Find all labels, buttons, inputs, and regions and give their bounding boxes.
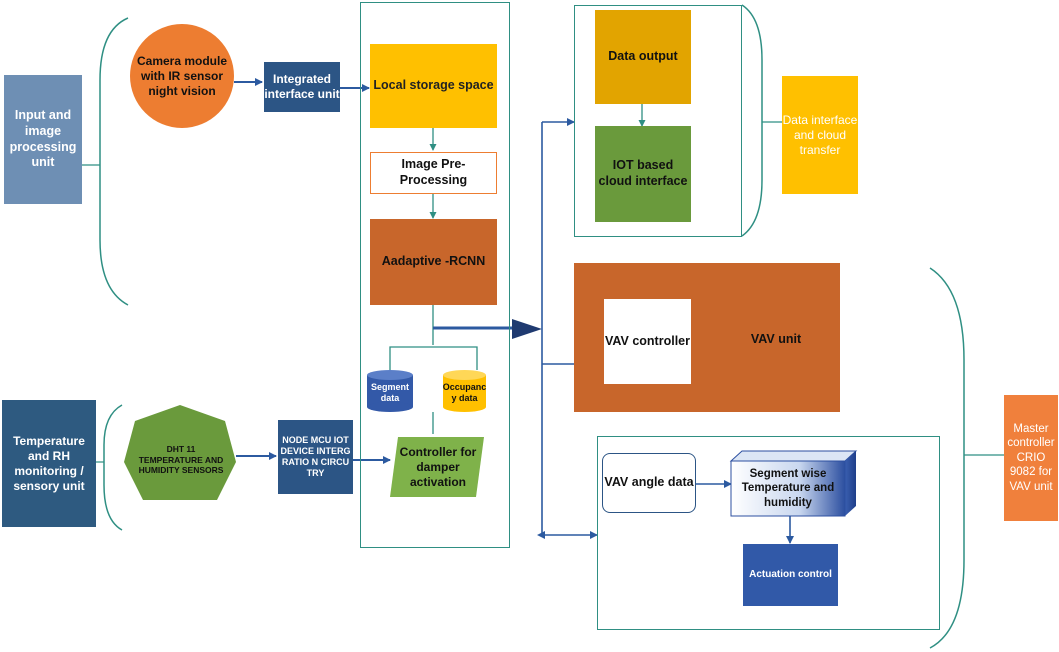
master-brace (929, 267, 965, 649)
temperature-monitoring-unit: Temperature and RH monitoring / sensory … (2, 400, 96, 527)
processing-frame (360, 2, 510, 548)
vav-unit: VAV unit (750, 332, 802, 347)
input-brace (99, 17, 129, 306)
data-interface-cloud-transfer: Data interface and cloud transfer (782, 76, 858, 194)
nodemcu-iot-circuitry: NODE MCU IOT DEVICE INTERGRATIO N CIRCUT… (278, 420, 353, 494)
vav-angle-data: VAV angle data (602, 453, 696, 513)
segment-data: Segment data (370, 381, 409, 403)
integrated-interface-unit: Integrated interface unit (264, 62, 340, 112)
master-controller: Master controller CRIO 9082 for VAV unit (1004, 395, 1058, 521)
local-storage-space: Local storage space (370, 44, 497, 128)
occupancy-data-cylinder (443, 370, 486, 412)
dht-heptagon (124, 405, 236, 500)
controller-damper-activation: Controller for damper activation (399, 444, 477, 489)
segment-data-cylinder (367, 370, 413, 412)
actuation-control: Actuation control (743, 544, 838, 606)
data-output: Data output (595, 10, 691, 104)
adaptive-rcnn: Aadaptive -RCNN (370, 219, 497, 305)
controller-parallelogram (390, 437, 484, 497)
occupancy-data: Occupanc y data (442, 381, 487, 403)
cloud-brace (741, 4, 763, 237)
cloud-frame (574, 5, 742, 237)
segment-temperature-humidity: Segment wise Temperature and humidity (741, 467, 835, 509)
image-preprocessing: Image Pre-Processing (370, 152, 497, 194)
vav-controller: VAV controller (604, 299, 691, 384)
camera-module: Camera module with IR sensor night visio… (136, 53, 228, 98)
sensor-brace (103, 404, 123, 531)
dht11-sensors: DHT 11 TEMPERATURE AND HUMIDITY SENSORS (138, 444, 224, 476)
camera-circle (130, 24, 234, 128)
iot-cloud-interface: IOT based cloud interface (595, 126, 691, 222)
input-processing-unit: Input and image processing unit (4, 75, 82, 204)
actuation-frame (597, 436, 940, 630)
